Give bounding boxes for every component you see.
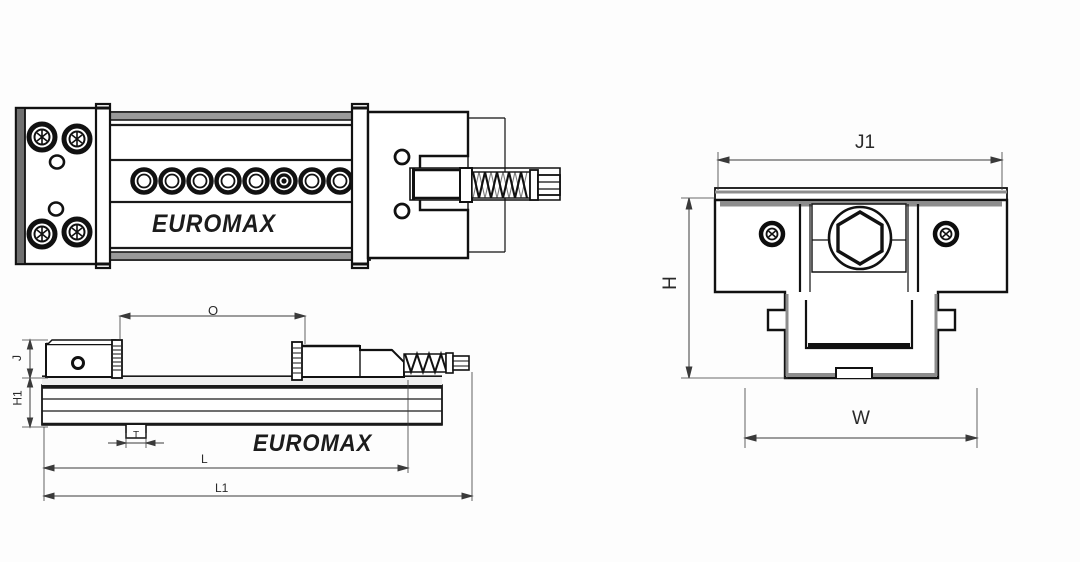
plan-hole-row <box>133 167 378 195</box>
dim-l1-group <box>42 372 474 501</box>
dim-j-group <box>22 338 48 380</box>
dim-w-group <box>743 388 979 448</box>
brand-wordmark-front: EUROMAX <box>253 430 373 457</box>
front-fixed-jaw <box>45 339 123 379</box>
dim-label-l: L <box>201 452 208 466</box>
dim-label-j1: J1 <box>855 132 876 153</box>
front-view <box>22 312 474 501</box>
plan-movable-jaw <box>350 102 561 270</box>
dim-j1-group <box>716 152 1004 190</box>
dim-h-group <box>681 197 788 379</box>
dim-label-t: T <box>133 430 140 441</box>
dim-h1-group <box>22 376 48 429</box>
dim-label-h1: H1 <box>10 390 25 406</box>
plan-lead-screw <box>459 167 561 203</box>
dim-label-w: W <box>852 408 870 429</box>
plan-view <box>14 102 561 270</box>
hex-bore <box>827 205 893 271</box>
plan-fixed-jaw <box>14 102 112 270</box>
dim-label-l1: L1 <box>215 481 229 495</box>
dim-o-group <box>118 312 307 344</box>
end-view-screw-right <box>935 223 957 245</box>
brand-wordmark-plan: EUROMAX <box>152 210 277 238</box>
dim-label-j: J <box>10 355 24 361</box>
front-movable-jaw <box>291 341 470 381</box>
dim-t-group <box>108 433 164 448</box>
end-view-screw-left <box>761 223 783 245</box>
dim-label-o: O <box>208 303 219 318</box>
end-view <box>681 152 1009 448</box>
dim-label-h: H <box>659 276 681 290</box>
dim-l-group <box>42 380 410 473</box>
